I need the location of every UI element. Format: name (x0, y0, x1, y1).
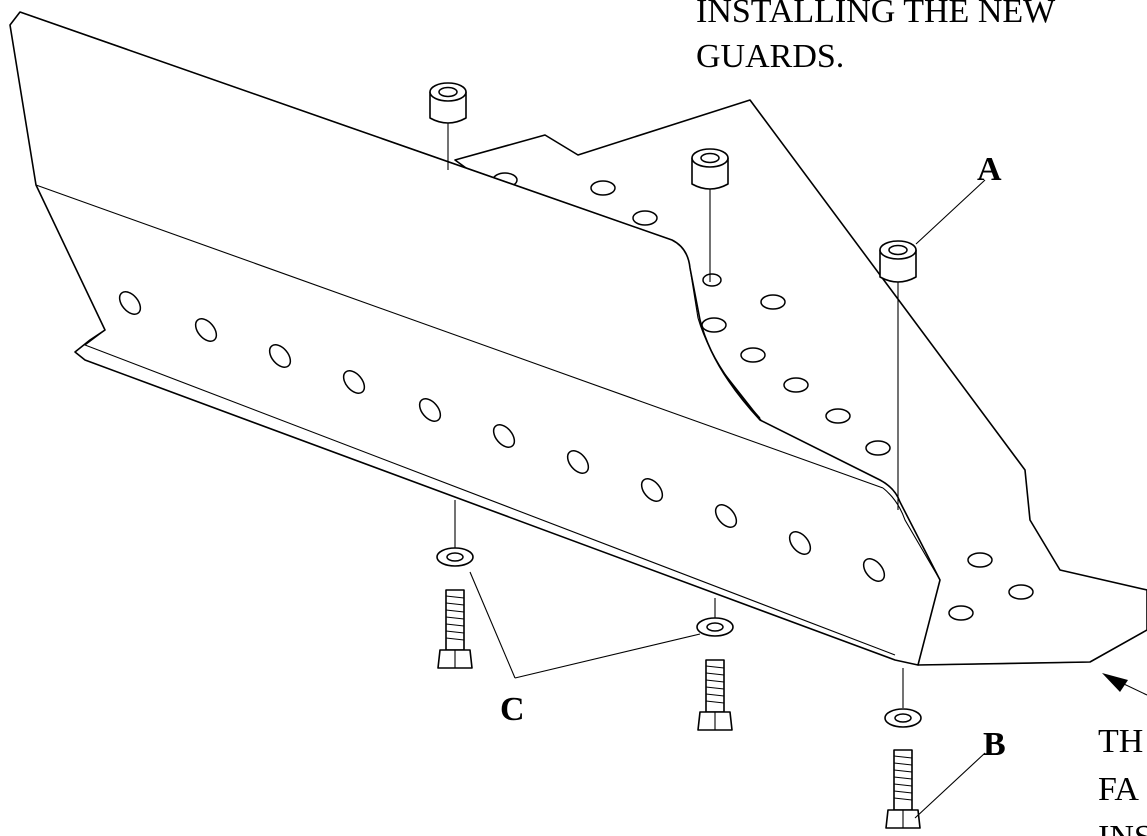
bottom-note-line-2: FA (1098, 771, 1139, 808)
bolt-assembly-3 (884, 668, 922, 829)
callout-c: C (500, 691, 525, 728)
spacer-a-1 (429, 82, 467, 170)
callout-b: B (983, 726, 1006, 763)
front-wall-holes (118, 291, 886, 582)
leader-b (914, 752, 986, 819)
leader-c-2 (514, 633, 701, 679)
front-guard-wall (9, 11, 941, 666)
spacer-a-2 (691, 148, 729, 282)
bolt-assembly-1 (436, 500, 474, 669)
bottom-note-line-3: INS (1098, 819, 1147, 836)
bolt-assembly-2 (696, 598, 734, 731)
top-note-line-2: GUARDS. (696, 38, 844, 75)
bottom-note-line-1: TH (1098, 723, 1143, 760)
callout-a: A (977, 151, 1002, 188)
leader-c-1 (469, 571, 516, 679)
note-arrowhead (1102, 673, 1128, 692)
spacer-a-3 (879, 240, 917, 510)
top-note-line-1: INSTALLING THE NEW (696, 0, 1056, 30)
leader-a (915, 179, 986, 245)
rear-plate-holes (492, 172, 1034, 621)
